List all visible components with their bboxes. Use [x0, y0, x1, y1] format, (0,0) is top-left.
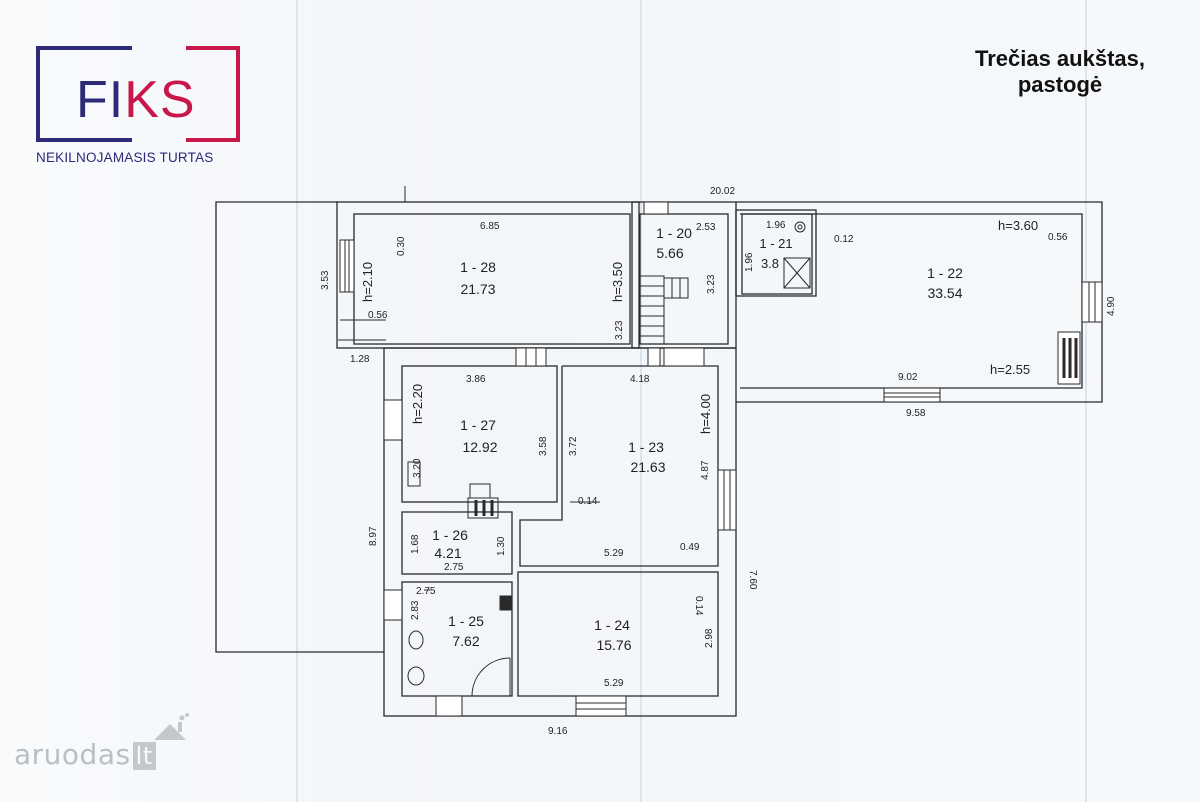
dimension-label: 3.86 — [466, 374, 486, 385]
dimension-label: 0.30 — [396, 236, 407, 256]
room-area: 21.63 — [630, 459, 665, 475]
dimension-label: 0.56 — [368, 310, 388, 321]
dimension-label: 4.87 — [700, 460, 711, 480]
dimension-label: 3.20 — [412, 458, 423, 478]
watermark-text: aruodas — [14, 738, 131, 771]
room-labels: 1 - 28 21.73 1 - 20 5.66 1 - 21 3.8 1 - … — [432, 225, 963, 653]
dimension-label: 1.28 — [350, 354, 370, 365]
dimension-label: 3.72 — [568, 436, 579, 456]
dimension-label: 0.14 — [693, 596, 704, 616]
dimension-label: 9.16 — [548, 726, 568, 737]
paper-fold — [296, 0, 298, 802]
height-label: h=2.20 — [410, 384, 425, 424]
dimension-ticks — [338, 186, 600, 503]
room-area: 21.73 — [460, 281, 495, 297]
dimension-label: 2.75 — [416, 586, 436, 597]
windows — [339, 201, 1103, 717]
room-area: 4.21 — [434, 545, 461, 561]
dimension-label: 5.29 — [604, 678, 624, 689]
roof-outline — [215, 201, 384, 653]
watermark-suffix: lt — [132, 742, 156, 770]
room-area: 12.92 — [462, 439, 497, 455]
room-area: 33.54 — [927, 285, 962, 301]
page-title-line2: pastogė — [1017, 72, 1103, 97]
room-id: 1 - 21 — [759, 236, 792, 251]
dimension-label: 2.98 — [704, 628, 715, 648]
dimension-label: 1.68 — [410, 534, 421, 554]
dimension-label: 4.18 — [630, 374, 650, 385]
room-id: 1 - 25 — [448, 613, 484, 629]
dimension-label: 0.49 — [680, 542, 700, 553]
room-id: 1 - 26 — [432, 527, 468, 543]
dimension-label: 0.14 — [578, 496, 598, 507]
room-area: 15.76 — [596, 637, 631, 653]
dimension-label: 2.83 — [410, 600, 421, 620]
dimension-label: 1.96 — [744, 252, 755, 272]
room-id: 1 - 22 — [927, 265, 963, 281]
room-area: 5.66 — [656, 245, 683, 261]
paper-fold — [640, 0, 642, 802]
dimension-label: 8.97 — [368, 526, 379, 546]
page-title: Trečias aukštas, pastogė — [940, 46, 1180, 98]
logo-frame — [36, 46, 240, 142]
dimension-label: 3.53 — [320, 270, 331, 290]
height-label: h=2.55 — [990, 362, 1030, 377]
dimension-labels: 20.02 6.85 0.30 3.53 0.56 1.28 3.23 2.53… — [320, 186, 1117, 737]
dimension-label: 5.29 — [604, 548, 624, 559]
dimension-label: 3.23 — [706, 274, 717, 294]
dimension-label: 9.02 — [898, 372, 918, 383]
aruodas-house-icon — [154, 713, 189, 740]
stairs — [639, 275, 689, 345]
logo-subtitle: NEKILNOJAMASIS TURTAS — [36, 150, 214, 165]
dimension-label: 7.60 — [747, 570, 758, 590]
dimension-label: 9.58 — [906, 408, 926, 419]
dimension-label: 0.56 — [1048, 232, 1068, 243]
dimension-label: 3.23 — [614, 320, 625, 340]
dimension-label: 6.85 — [480, 221, 500, 232]
height-label: h=2.10 — [360, 262, 375, 302]
height-labels: h=2.10 h=3.50 h=3.60 h=2.55 h=2.20 h=4.0… — [360, 218, 1038, 434]
page-title-line1: Trečias aukštas, — [974, 46, 1145, 71]
dimension-label: 4.90 — [1106, 296, 1117, 316]
room-id: 1 - 20 — [656, 225, 692, 241]
height-label: h=3.50 — [610, 262, 625, 302]
logo-text-fi: FI — [76, 71, 125, 129]
paper-fold — [1085, 0, 1087, 802]
dimension-label: 3.58 — [538, 436, 549, 456]
height-label: h=3.60 — [998, 218, 1038, 233]
room-id: 1 - 27 — [460, 417, 496, 433]
dimension-label: 20.02 — [710, 186, 735, 197]
logo: FIKS — [76, 70, 196, 130]
dimension-label: 1.96 — [766, 220, 786, 231]
room-id: 1 - 28 — [460, 259, 496, 275]
room-id: 1 - 24 — [594, 617, 630, 633]
room-area: 7.62 — [452, 633, 479, 649]
dimension-label: 2.53 — [696, 222, 716, 233]
height-label: h=4.00 — [698, 394, 713, 434]
dimension-label: 1.30 — [496, 536, 507, 556]
logo-text-ks: KS — [124, 71, 196, 129]
room-id: 1 - 23 — [628, 439, 664, 455]
fixtures — [407, 221, 1081, 697]
dimension-label: 0.12 — [834, 234, 854, 245]
dimension-label: 2.75 — [444, 562, 464, 573]
room-area: 3.8 — [761, 256, 779, 271]
